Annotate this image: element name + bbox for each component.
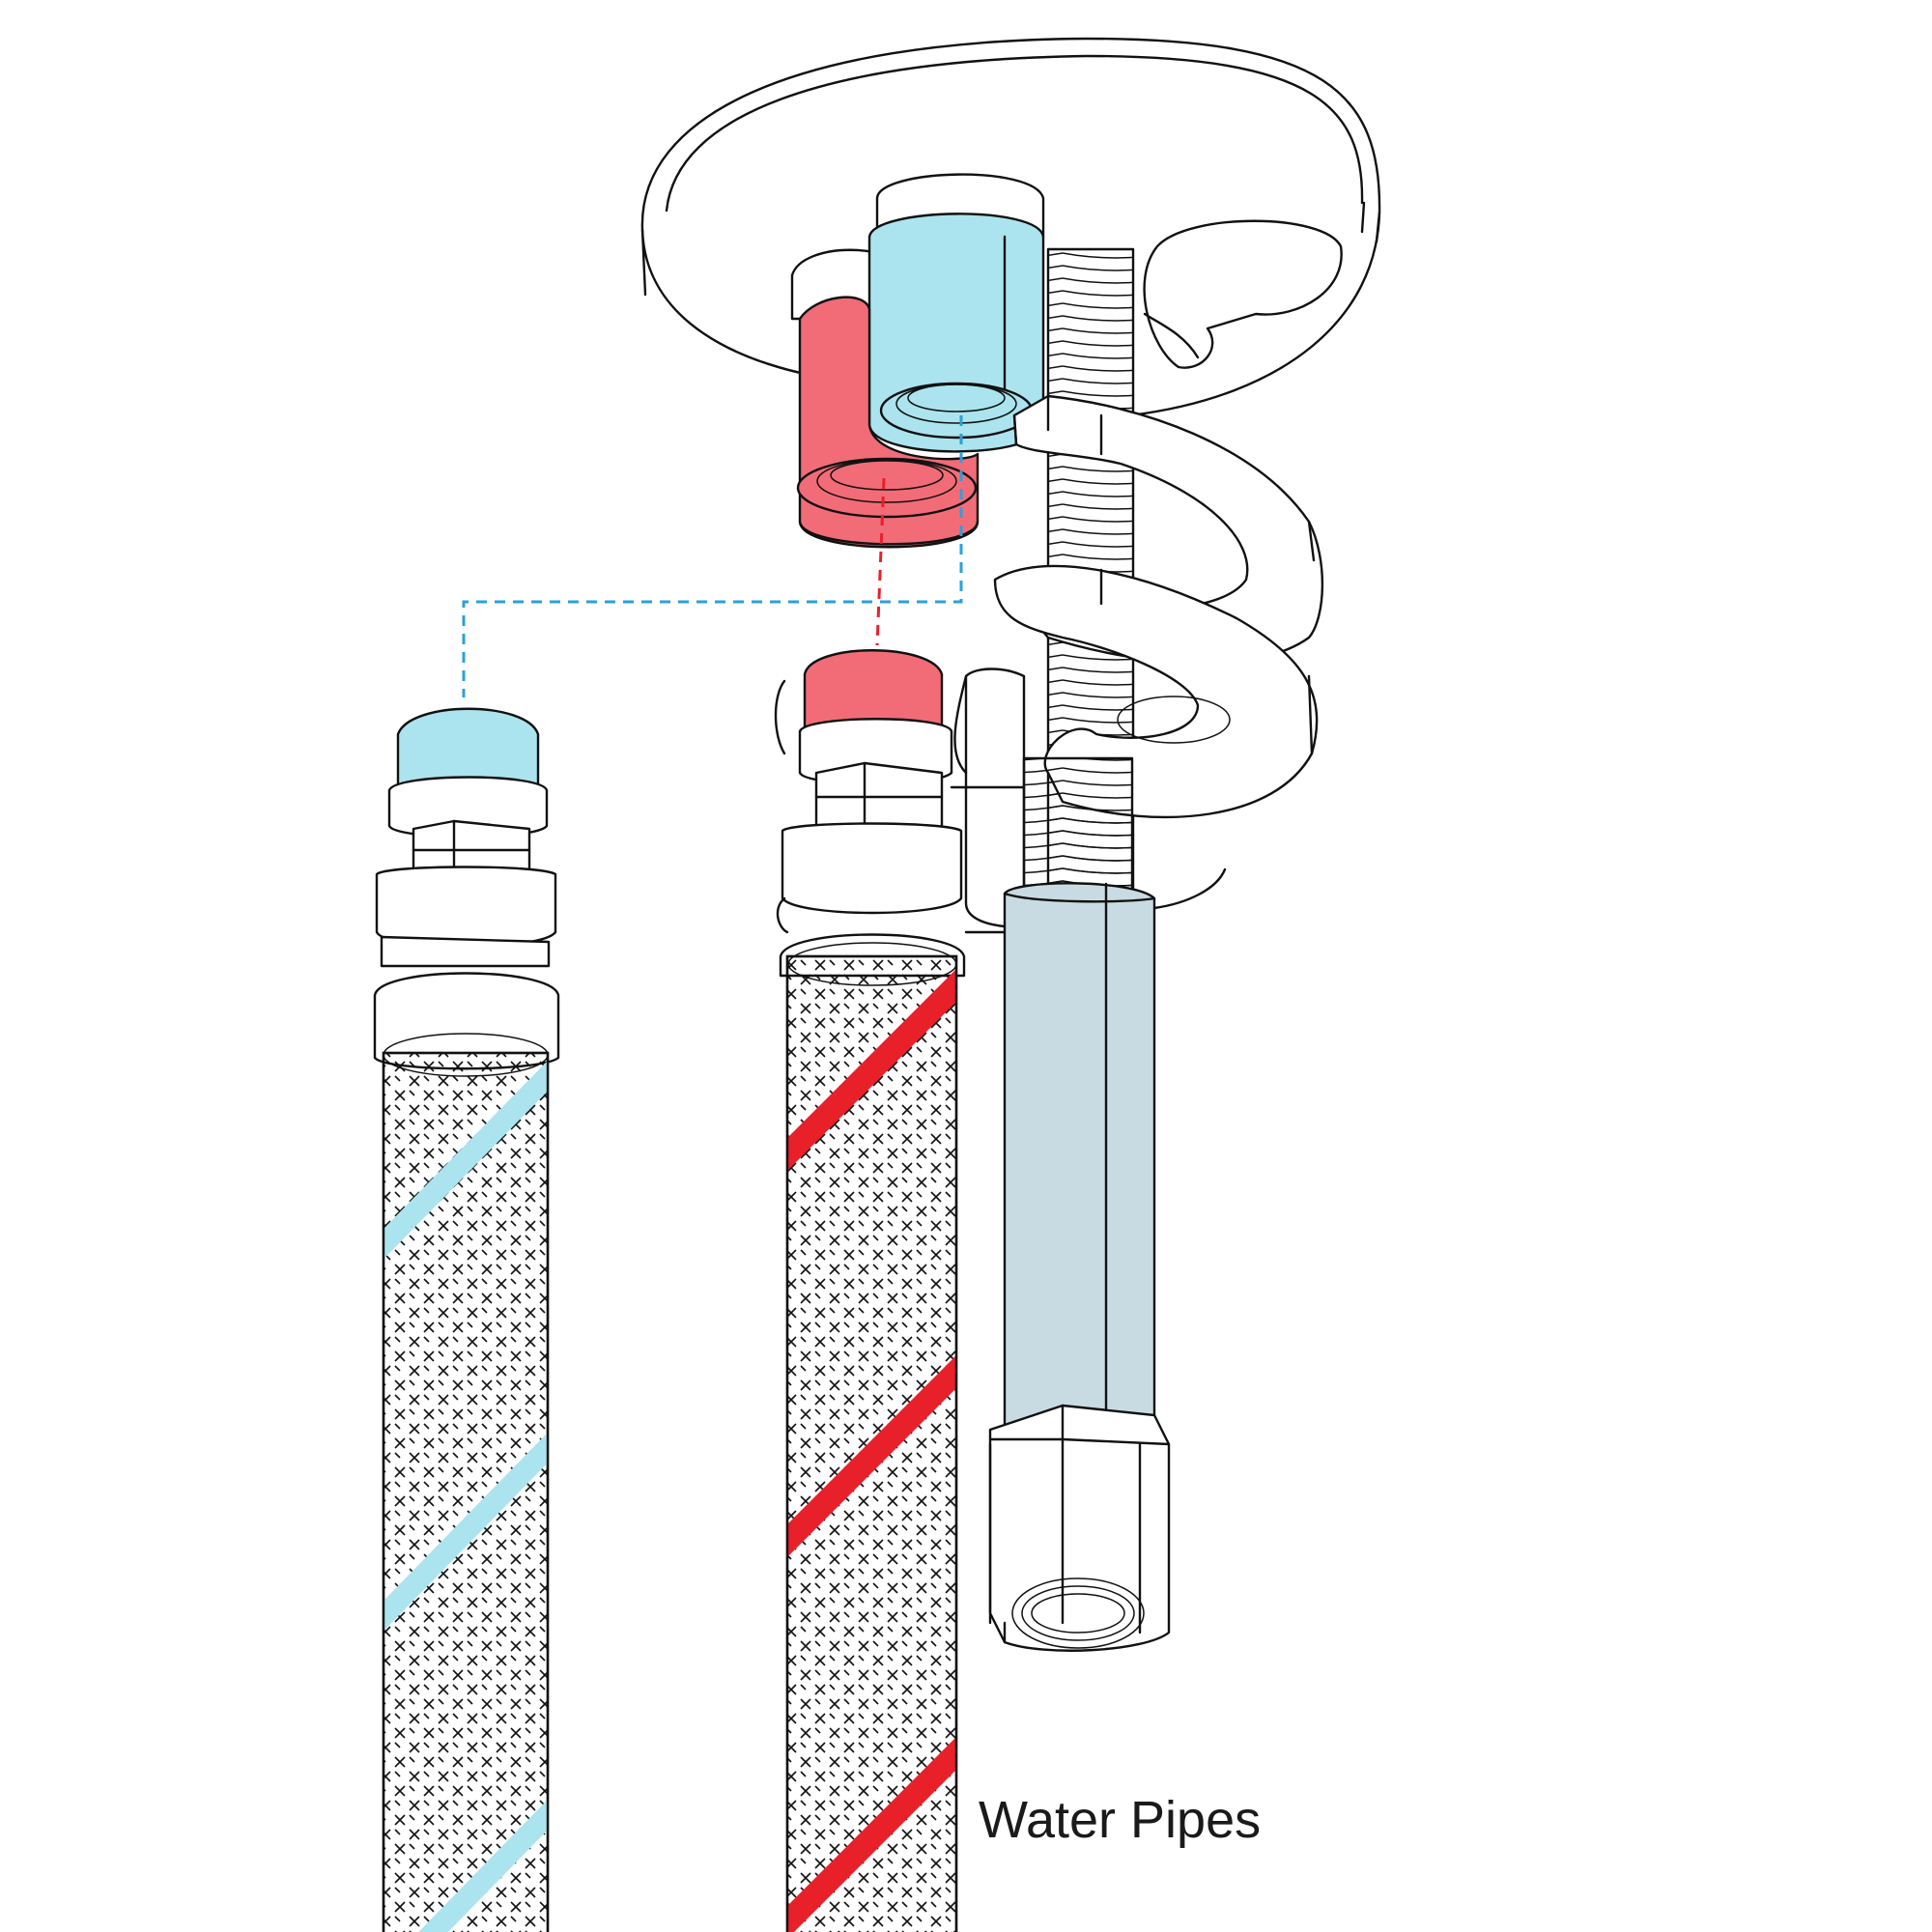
hot-water-hose [774,649,966,1932]
threaded-stud-lower [1022,756,1134,895]
support-tube [1003,882,1156,1432]
horseshoe-bracket [950,394,1324,934]
hot-water-socket [796,296,980,549]
hex-nut [988,1404,1171,1652]
cold-water-hose [373,707,560,1932]
connection-guides [462,415,963,697]
diagram-caption: Water Pipes [979,1791,1262,1849]
